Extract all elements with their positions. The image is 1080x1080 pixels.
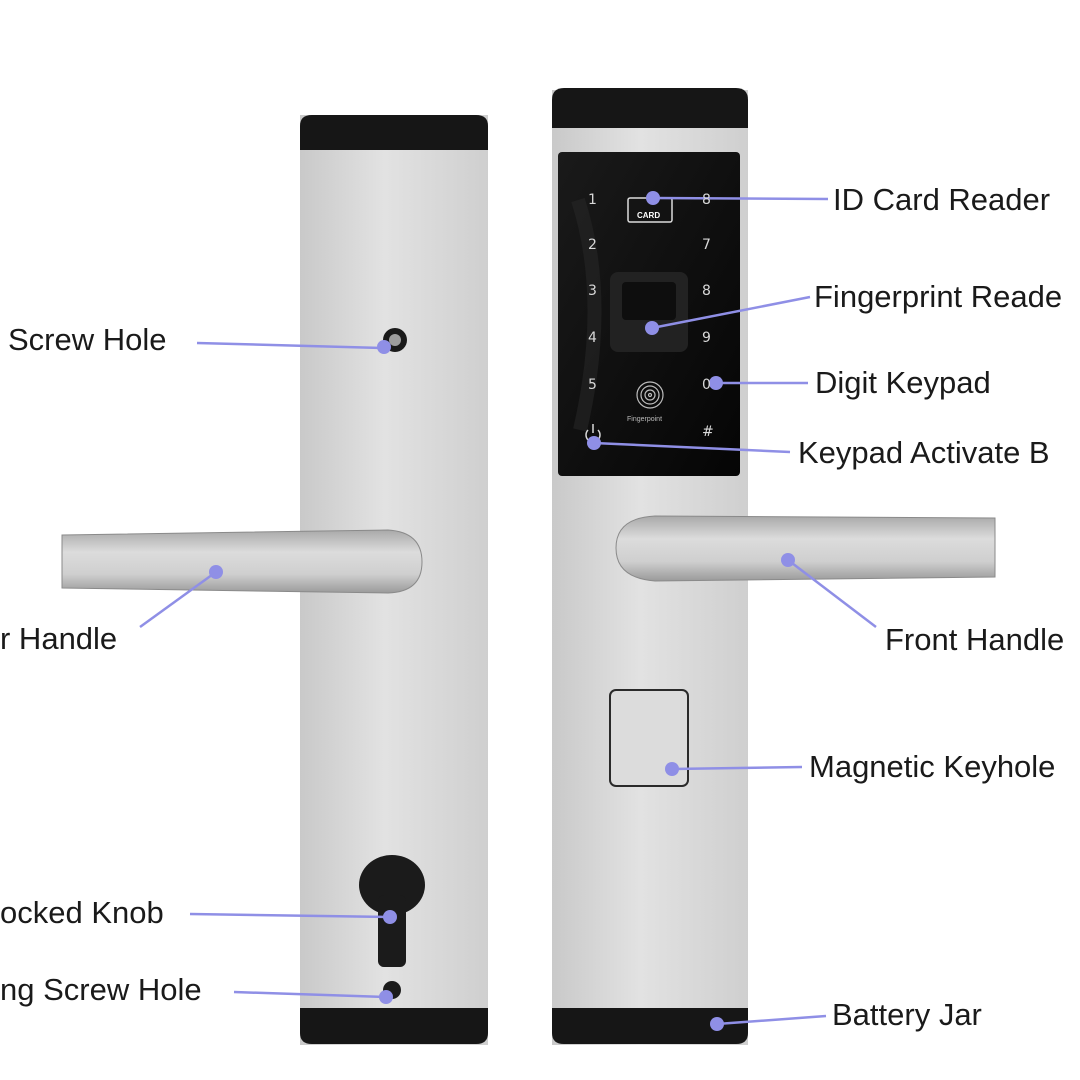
leader-screw-hole xyxy=(196,341,385,350)
dot-locked-knob xyxy=(383,910,397,924)
callout-id-card-reader: ID Card Reader xyxy=(833,182,1051,217)
dot-id-card-reader xyxy=(646,191,660,205)
leader-keypad-activate xyxy=(593,441,791,454)
key-right-3: 8 xyxy=(702,283,711,299)
leader-locked-knob xyxy=(189,912,391,919)
callout-front-handle: Front Handle xyxy=(885,622,1065,657)
leader-battery-jar xyxy=(716,1014,827,1026)
dot-keypad-activate xyxy=(587,436,601,450)
dot-front-handle xyxy=(781,553,795,567)
leader-fingerprint-reader xyxy=(651,295,811,330)
front-handle xyxy=(615,515,996,582)
dot-rear-handle xyxy=(209,565,223,579)
front-lock-plate xyxy=(552,88,996,1045)
rear-handle xyxy=(61,529,423,594)
dot-fixing-screw-hole xyxy=(379,990,393,1004)
key-left-5: 5 xyxy=(588,377,597,393)
key-right-1: 8 xyxy=(702,192,711,208)
leader-magnetic-keyhole xyxy=(671,765,803,771)
callout-keypad-activate: Keypad Activate B xyxy=(798,435,1050,470)
leader-id-card-reader xyxy=(652,196,829,201)
key-right-2: 7 xyxy=(702,237,711,253)
key-left-1: 1 xyxy=(588,192,597,208)
callout-fingerprint-reader: Fingerprint Reade xyxy=(814,279,1063,314)
callout-screw-hole: Screw Hole xyxy=(8,322,167,357)
callout-rear-handle: r Handle xyxy=(0,621,118,656)
dot-fingerprint-reader xyxy=(645,321,659,335)
dot-battery-jar xyxy=(710,1017,724,1031)
callout-leaders xyxy=(139,191,877,1031)
key-left-3: 3 xyxy=(588,283,597,299)
leader-rear-handle xyxy=(139,570,217,629)
card-label: CARD xyxy=(637,211,661,220)
callout-fixing-screw-hole: ng Screw Hole xyxy=(0,972,202,1007)
dot-digit-keypad xyxy=(709,376,723,390)
battery-jar xyxy=(552,1008,748,1044)
rear-bottom-cap xyxy=(300,1008,488,1044)
callout-locked-knob: ocked Knob xyxy=(0,895,164,930)
dot-screw-hole xyxy=(377,340,391,354)
fingerprint-label: Fingerpoint xyxy=(627,416,663,423)
callout-battery-jar: Battery Jar xyxy=(832,997,982,1032)
dot-magnetic-keyhole xyxy=(665,762,679,776)
key-right-6: # xyxy=(702,424,714,440)
fingerprint-icon xyxy=(636,381,664,409)
rear-top-cap xyxy=(300,115,488,150)
callout-magnetic-keyhole: Magnetic Keyhole xyxy=(809,749,1056,784)
leader-fixing-screw-hole xyxy=(233,990,387,999)
key-left-4: 4 xyxy=(588,330,597,346)
leader-front-handle xyxy=(787,559,877,628)
key-left-2: 2 xyxy=(588,237,597,253)
key-right-5: 0 xyxy=(702,377,711,393)
front-top-cap xyxy=(552,88,748,128)
rear-lock-plate xyxy=(61,115,488,1045)
key-right-4: 9 xyxy=(702,330,711,346)
magnetic-keyhole xyxy=(609,689,689,787)
callout-digit-keypad: Digit Keypad xyxy=(815,365,991,400)
